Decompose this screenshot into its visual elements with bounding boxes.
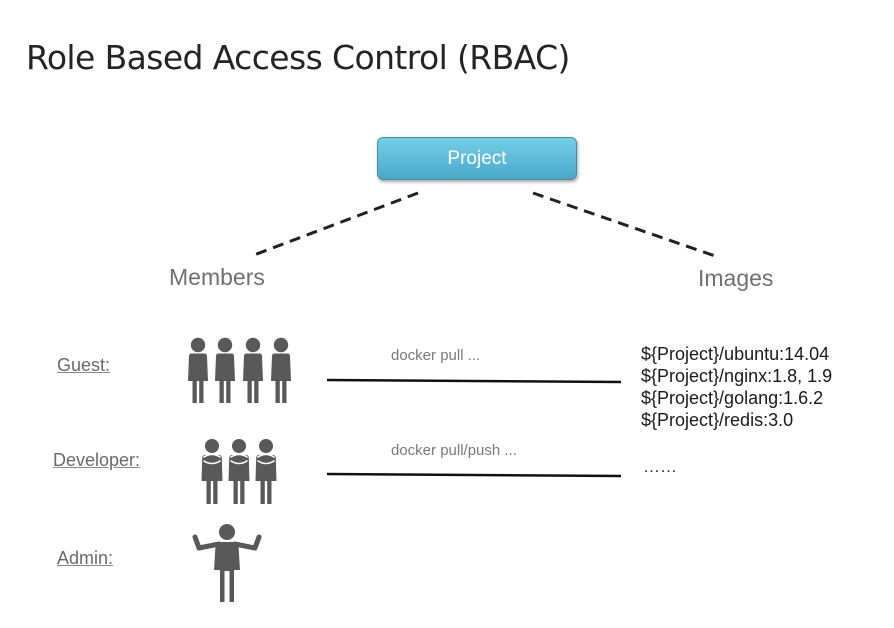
image-item: ${Project}/nginx:1.8, 1.9 (641, 366, 833, 386)
images-label: Images (698, 265, 774, 291)
members-connector (253, 191, 419, 257)
guest-command-label: docker pull ... (391, 347, 481, 364)
developer-command-label: docker pull/push ... (391, 442, 517, 459)
image-list: ${Project}/ubuntu:14.04 ${Project}/nginx… (641, 343, 832, 431)
role-label-guest: Guest: (57, 355, 111, 375)
guest-access-line (326, 378, 622, 384)
image-item: ${Project}/ubuntu:14.04 (641, 344, 830, 364)
page-title: Role Based Access Control (RBAC) (26, 38, 570, 78)
developer-access-line (326, 472, 622, 478)
guest-group-icon (188, 337, 291, 403)
image-item: ${Project}/redis:3.0 (641, 410, 794, 430)
role-label-developer: Developer: (53, 450, 141, 470)
admin-person-icon (192, 524, 262, 602)
images-connector (532, 191, 719, 259)
image-item: ${Project}/golang:1.6.2 (641, 388, 824, 408)
project-node: Project (377, 137, 577, 180)
more-images-ellipsis: …… (643, 457, 677, 476)
role-label-admin: Admin: (57, 548, 114, 568)
developer-group-icon (201, 439, 277, 504)
members-label: Members (169, 264, 265, 290)
